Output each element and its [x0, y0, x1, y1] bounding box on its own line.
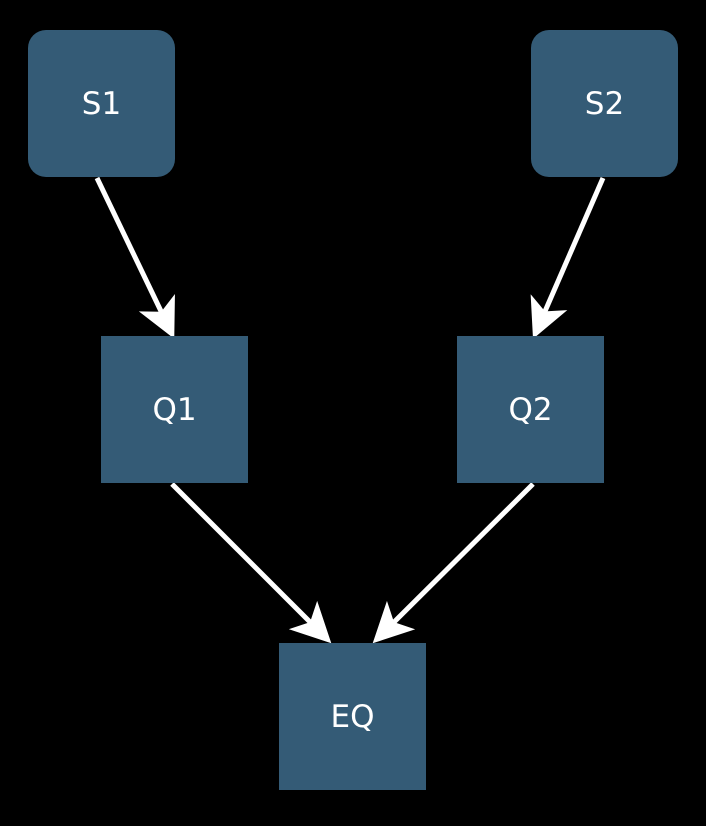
node-eq: EQ: [279, 643, 426, 790]
node-q1: Q1: [101, 336, 248, 483]
edge-s1-to-q1: [94, 176, 175, 339]
node-q2: Q2: [457, 336, 604, 483]
edge-q1-to-eq: [170, 482, 332, 644]
node-s2: S2: [531, 30, 678, 177]
node-s1: S1: [28, 30, 175, 177]
edge-s2-to-q2: [530, 177, 606, 339]
edge-q2-to-eq: [372, 482, 535, 644]
